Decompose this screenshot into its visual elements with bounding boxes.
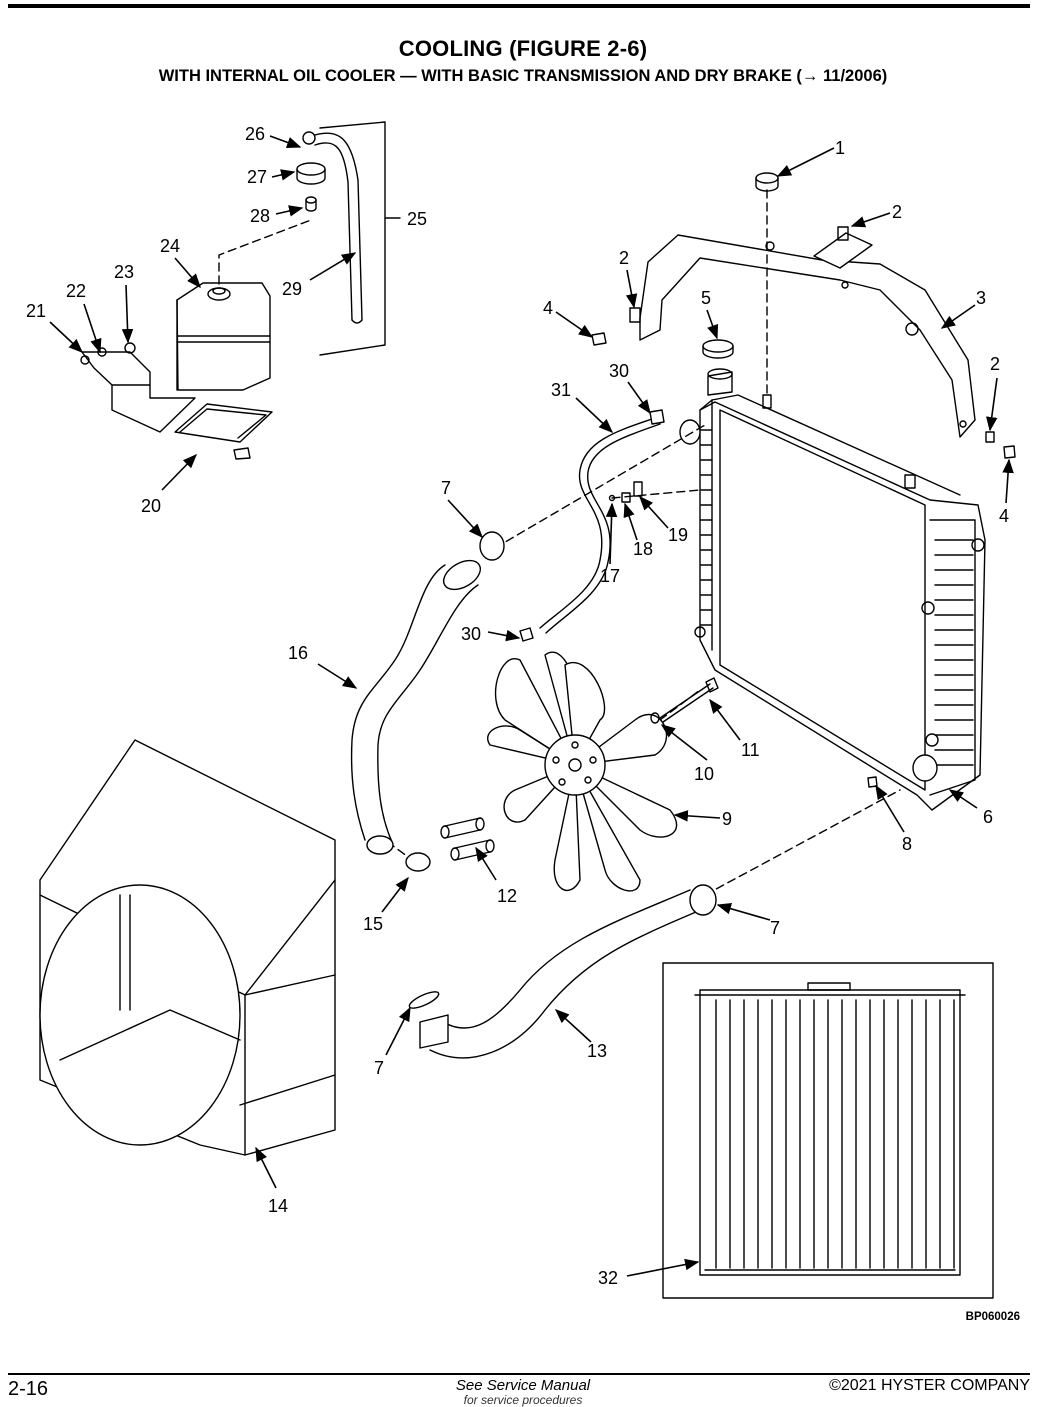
cooling-fan xyxy=(487,651,678,892)
callout-21: 21 xyxy=(26,301,46,321)
overflow-tube xyxy=(519,409,665,642)
callout-8: 8 xyxy=(902,834,912,854)
fan-bolt-washer xyxy=(650,677,719,724)
callout-28: 28 xyxy=(250,206,270,226)
callout-1: 1 xyxy=(835,138,845,158)
callout-12: 12 xyxy=(497,886,517,906)
fan-shroud xyxy=(39,739,336,1156)
callout-22: 22 xyxy=(66,281,86,301)
callout-23: 23 xyxy=(114,262,134,282)
reservoir-tank xyxy=(176,282,271,391)
callout-29: 29 xyxy=(282,279,302,299)
top-rule xyxy=(8,4,1030,8)
radiator-screen xyxy=(662,962,994,1299)
callout-6: 6 xyxy=(983,807,993,827)
upper-radiator-hose xyxy=(350,531,505,872)
figure-title: COOLING (FIGURE 2-6) xyxy=(398,36,648,61)
callout-9: 9 xyxy=(722,809,732,829)
callout-17: 17 xyxy=(600,566,620,586)
callout-10: 10 xyxy=(694,764,714,784)
callout-25: 25 xyxy=(407,209,427,229)
callout-20: 20 xyxy=(141,496,161,516)
callout-13: 13 xyxy=(587,1041,607,1061)
overflow-hose xyxy=(314,132,363,324)
figure-subtitle: WITH INTERNAL OIL COOLER — WITH BASIC TR… xyxy=(158,67,888,85)
callout-16: 16 xyxy=(288,643,308,663)
callout-3: 3 xyxy=(976,288,986,308)
reservoir-cap-parts xyxy=(296,131,326,212)
isolator-mount xyxy=(755,172,779,192)
callout-7a: 7 xyxy=(441,478,451,498)
fan-spacers xyxy=(440,817,495,861)
callout-30b: 30 xyxy=(461,624,481,644)
lower-radiator-hose xyxy=(408,884,717,1059)
callout-15: 15 xyxy=(363,914,383,934)
callout-19: 19 xyxy=(668,525,688,545)
callout-30a: 30 xyxy=(609,361,629,381)
callout-2a: 2 xyxy=(892,202,902,222)
callout-2b: 2 xyxy=(619,248,629,268)
reservoir-tray xyxy=(174,403,273,460)
radiator xyxy=(679,368,986,811)
footer-rule xyxy=(8,1373,1030,1375)
callout-11: 11 xyxy=(741,740,760,760)
callout-18: 18 xyxy=(633,539,653,559)
callout-31: 31 xyxy=(551,380,571,400)
callout-24: 24 xyxy=(160,236,180,256)
leader-arrows xyxy=(49,135,1014,1277)
figure-reference-code: BP060026 xyxy=(965,1311,1020,1323)
callout-4a: 4 xyxy=(543,298,553,318)
callout-26: 26 xyxy=(245,124,265,144)
callout-14: 14 xyxy=(268,1196,288,1216)
radiator-top-bracket xyxy=(639,232,976,438)
callout-labels: 1 2 2 2 3 4 4 5 6 7 7 7 8 9 10 11 12 13 … xyxy=(26,124,1009,1288)
callout-7c: 7 xyxy=(374,1058,384,1078)
callout-7b: 7 xyxy=(770,918,780,938)
callout-5: 5 xyxy=(701,288,711,308)
callout-32: 32 xyxy=(598,1268,618,1288)
bracket-25 xyxy=(319,121,386,356)
footer-note-cut: for service procedures xyxy=(463,1393,583,1407)
callout-27: 27 xyxy=(247,167,267,187)
copyright: ©2021 HYSTER COMPANY xyxy=(829,1377,1030,1394)
footer-note: See Service Manual xyxy=(455,1377,591,1394)
callout-2c: 2 xyxy=(990,354,1000,374)
radiator-cap xyxy=(702,339,734,359)
page-number: 2-16 xyxy=(8,1378,49,1400)
callout-4b: 4 xyxy=(999,506,1009,526)
